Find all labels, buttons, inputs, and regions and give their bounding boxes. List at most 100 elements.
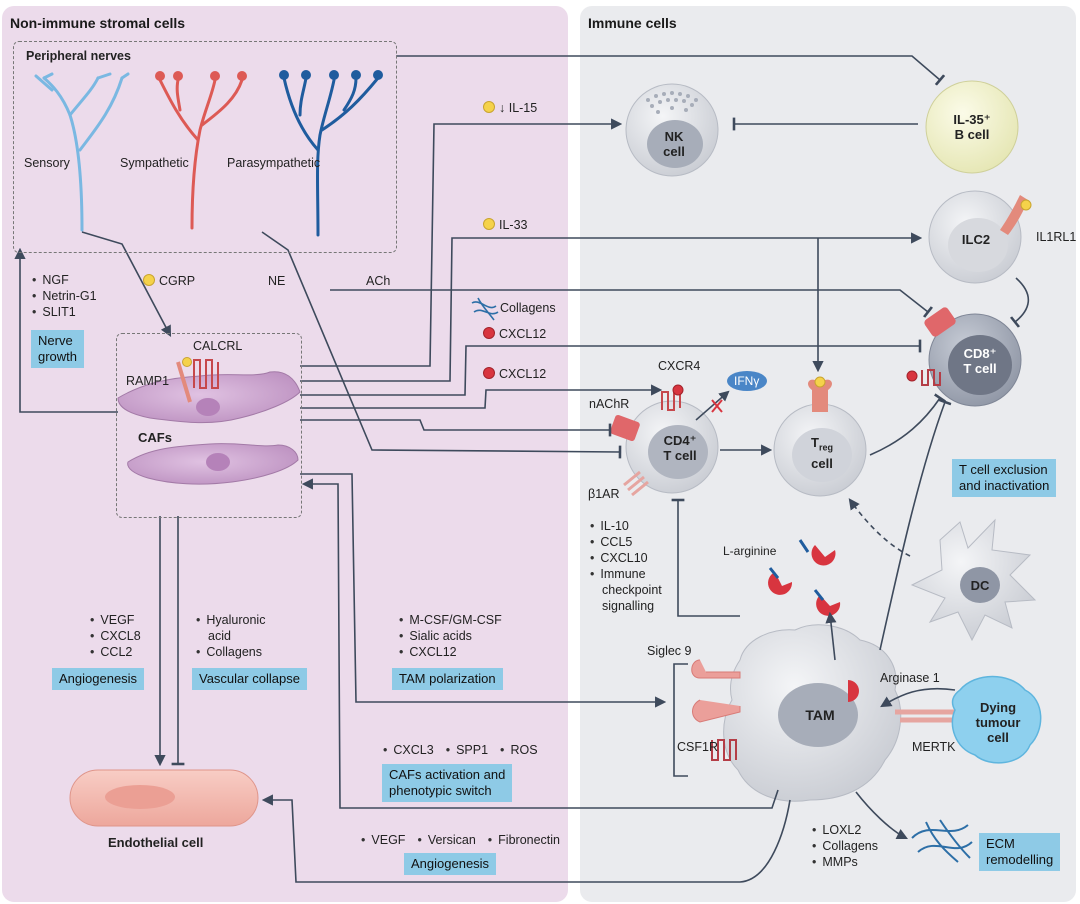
mertk-label: MERTK: [912, 740, 956, 754]
sensory-label: Sensory: [24, 156, 70, 170]
angio2-factors-list: VEGF Versican Fibronectin: [361, 832, 560, 848]
factor-item: CXCL10: [590, 550, 662, 566]
tam-cell: [723, 624, 902, 802]
csf1r-label: CSF1R: [677, 740, 718, 754]
endothelial-label: Endothelial cell: [108, 835, 204, 850]
ifng-blocked-arrow: [695, 390, 730, 421]
parasympathetic-nerve: [279, 70, 383, 237]
factor-item: Netrin-G1: [32, 288, 96, 304]
arginase-label: Arginase 1: [880, 671, 940, 685]
factor-item: NGF: [32, 272, 97, 288]
ramp1-label: RAMP1: [126, 374, 170, 388]
cxcl12-ligand-icon: [483, 327, 495, 339]
factor-item: ROS: [500, 742, 537, 758]
cd4-factors-list: IL-10 CCL5 CXCL10 Immune checkpoint sign…: [590, 518, 662, 614]
factor-item: MMPs: [812, 854, 878, 870]
b1ar-label: β1AR: [588, 487, 620, 501]
ne-label: NE: [268, 274, 286, 288]
vasc-factors-list: Hyaluronic acid Collagens: [196, 612, 265, 660]
factor-item: SLIT1: [32, 304, 97, 320]
factor-item: CCL2: [90, 644, 141, 660]
sympathetic-label: Sympathetic: [120, 156, 189, 170]
factor-item: Fibronectin: [488, 832, 560, 848]
angio-factors-list: VEGF CXCL8 CCL2: [90, 612, 141, 660]
t-cell-exclusion-box: T cell exclusion and inactivation: [952, 459, 1057, 497]
parasympathetic-label: Parasympathetic: [227, 156, 321, 170]
ilc2-label: ILC2: [961, 232, 991, 247]
factor-item-cont: checkpoint: [602, 583, 662, 597]
factor-item-cont: signalling: [602, 599, 655, 613]
caf-cell-2: [127, 443, 299, 485]
cd8-label: CD8⁺T cell: [963, 346, 997, 376]
il15-label: ↓ IL-15: [483, 101, 537, 116]
collagen-icon: [471, 297, 499, 321]
cafs-box: [116, 333, 302, 518]
factor-item: Versican: [417, 832, 476, 848]
tam-label: TAM: [805, 707, 835, 723]
nerve-factors-list: NGF Netrin-G1 SLIT1: [32, 272, 97, 320]
l-arginine-label: L-arginine: [723, 544, 777, 558]
factor-item: VEGF: [361, 832, 405, 848]
b-cell-label: IL-35⁺B cell: [953, 112, 991, 142]
ecm-factors-list: LOXL2 Collagens MMPs: [812, 822, 878, 870]
sympathetic-nerve: [155, 71, 247, 230]
il33-ligand-icon: [483, 218, 495, 230]
calcrl-label: CALCRL: [193, 339, 243, 353]
cgrp-label: CGRP: [143, 274, 195, 289]
cxcr4-label: CXCR4: [658, 359, 701, 373]
factor-item: CXCL12: [399, 644, 502, 660]
factor-item: SPP1: [446, 742, 488, 758]
caf-activation-box: CAFs activation and phenotypic switch: [382, 764, 513, 802]
angiogenesis-box: Angiogenesis: [52, 668, 145, 690]
ifng-label: IFNγ: [734, 374, 760, 388]
cgrp-ligand-icon: [143, 274, 155, 286]
factor-item: CXCL3: [383, 742, 433, 758]
factor-item: Immune: [590, 566, 662, 582]
peripheral-nerves-box: [13, 41, 397, 253]
il33-label: IL-33: [483, 218, 528, 233]
factor-item: VEGF: [90, 612, 141, 628]
factor-item: Collagens: [196, 644, 265, 660]
calcrl-receptor: [193, 359, 219, 389]
dc-label: DC: [970, 578, 990, 593]
caf-cell-1: [117, 371, 301, 424]
sensory-nerve: [34, 72, 130, 232]
cxcl12-label-b: CXCL12: [483, 367, 546, 382]
arginase-enzymes: [768, 539, 859, 702]
peripheral-nerves-title: Peripheral nerves: [26, 49, 131, 63]
cd8-cell: [906, 307, 1022, 407]
ilc2-cell: [928, 190, 1032, 284]
cafs-label: CAFs: [138, 430, 172, 445]
treg-label: Treg cell: [811, 435, 833, 471]
endothelial-cell: [69, 769, 259, 827]
dying-tumour-cell: [951, 675, 1042, 764]
ecm-remodelling-box: ECM remodelling: [979, 833, 1061, 871]
factor-item: LOXL2: [812, 822, 878, 838]
immune-panel-title: Immune cells: [588, 15, 677, 31]
siglec9-label: Siglec 9: [647, 644, 692, 658]
il1rl1-label: IL1RL1: [1036, 230, 1077, 244]
collagens-label: Collagens: [500, 301, 556, 315]
nk-cell: [625, 83, 719, 177]
dc-cell: [910, 518, 1037, 642]
caf-act-factors-list: CXCL3 SPP1 ROS: [383, 742, 537, 758]
ecm-fibers: [911, 819, 973, 863]
factor-item: CXCL8: [90, 628, 140, 644]
b-cell: [925, 80, 1019, 174]
tam-receptors: [691, 659, 960, 761]
cd4-label: CD4⁺T cell: [663, 433, 697, 463]
factor-item: Hyaluronic: [196, 612, 265, 628]
cd4-cell: [610, 384, 719, 497]
ramp1-receptor: [176, 361, 192, 403]
factor-item: IL-10: [590, 518, 662, 534]
factor-item-cont: acid: [208, 629, 231, 643]
ifng-oval: [727, 371, 767, 391]
factor-item: Sialic acids: [399, 628, 502, 644]
factor-item: M-CSF/GM-CSF: [399, 612, 501, 628]
il15-ligand-icon: [483, 101, 495, 113]
tam-polarization-box: TAM polarization: [392, 668, 503, 690]
